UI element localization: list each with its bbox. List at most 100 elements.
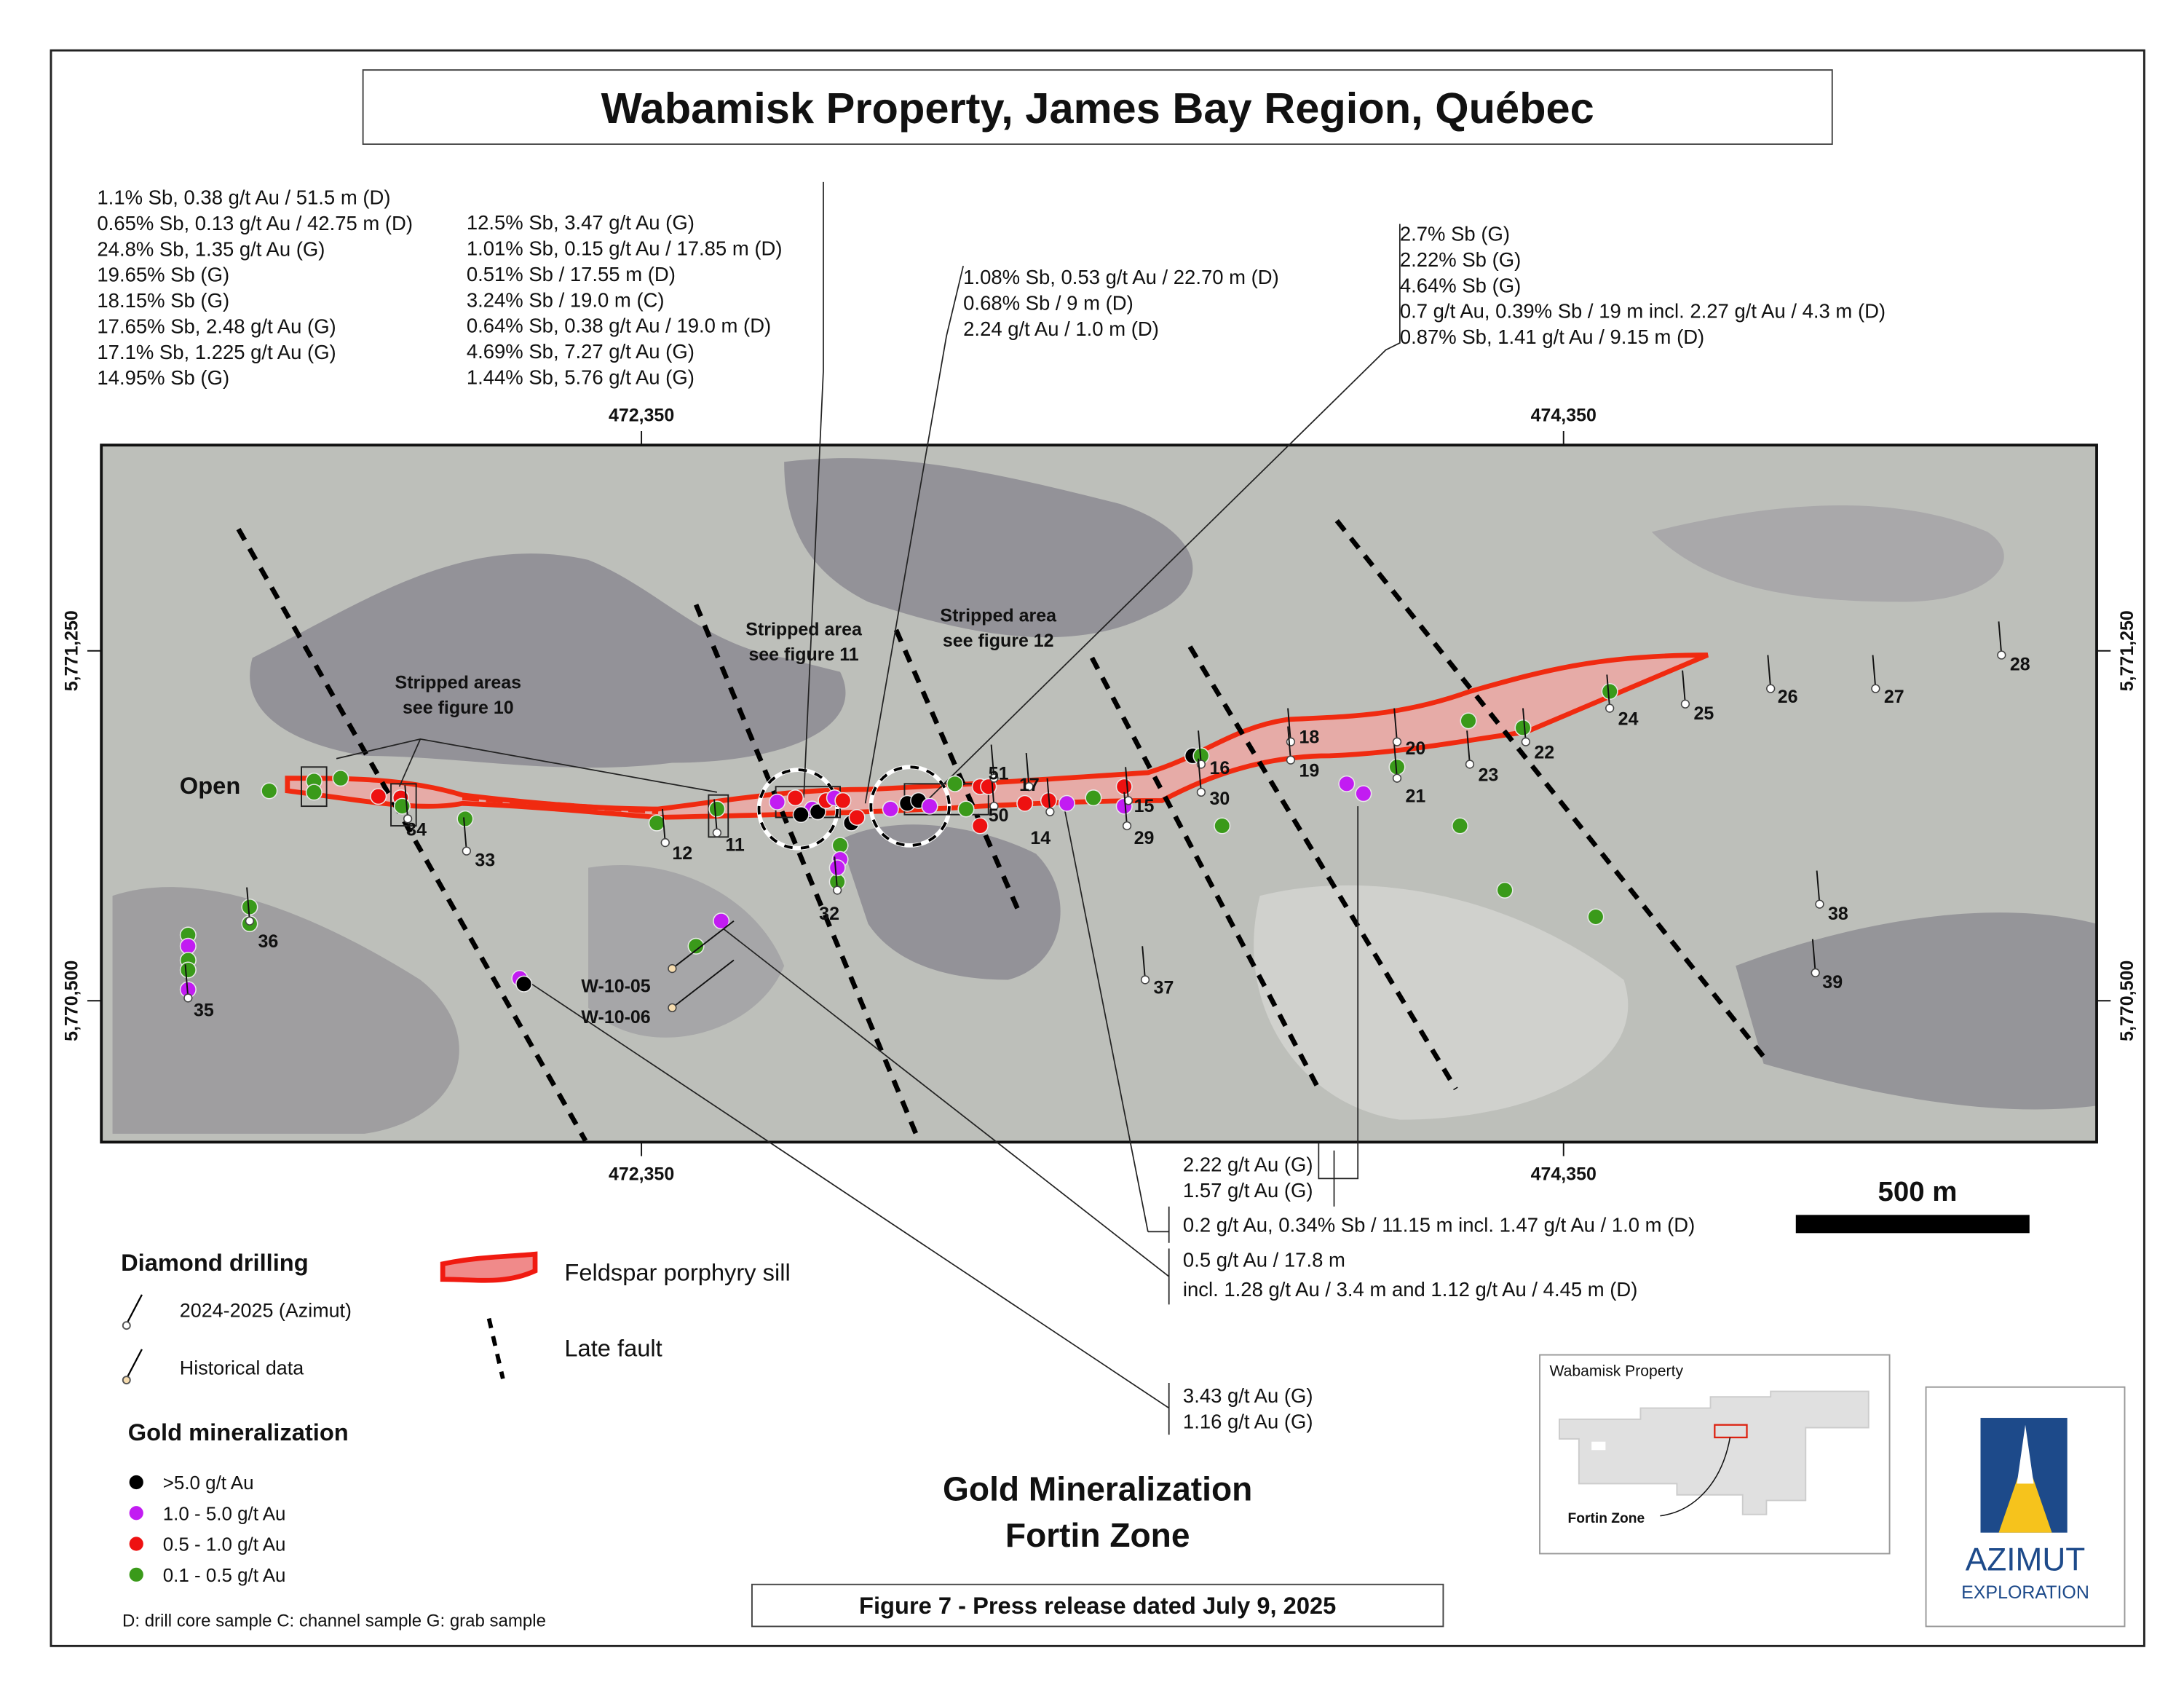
- legend-gold-title: Gold mineralization: [128, 1419, 349, 1446]
- northing-label: 5,771,250: [2117, 610, 2137, 691]
- drill-hole-label: 34: [406, 819, 427, 840]
- sample-point: [1514, 719, 1532, 737]
- sample-point: [370, 788, 387, 805]
- drill-hole-label: 28: [2010, 655, 2030, 675]
- stripped-area-label-10: Stripped areas: [395, 673, 521, 693]
- title-box: [362, 69, 1833, 145]
- assay-annotation-line: 17.1% Sb, 1.225 g/t Au (G): [97, 341, 336, 363]
- sample-point: [786, 789, 804, 807]
- stripped-area-label-11: Stripped area: [745, 620, 863, 640]
- legend-fault: Late fault: [564, 1334, 662, 1361]
- fault-line: [693, 604, 919, 1138]
- sample-point: [848, 808, 866, 827]
- fault-line: [1090, 656, 1323, 1093]
- legend-footnote: D: drill core sample C: channel sample G…: [122, 1611, 546, 1630]
- assay-annotation-line: 14.95% Sb (G): [97, 366, 229, 389]
- scale-bar-label: 500 m: [1878, 1176, 1958, 1207]
- sample-point: [1601, 682, 1618, 701]
- sample-point: [828, 859, 846, 877]
- assay-annotations: 1.1% Sb, 0.38 g/t Au / 51.5 m (D)0.65% S…: [97, 186, 1886, 1433]
- drill-hole-label: 51: [989, 764, 1009, 784]
- drill-hole-label: 26: [1778, 687, 1798, 707]
- gold-class-label: 1.0 - 5.0 g/t Au: [163, 1504, 286, 1524]
- drill-collar-icon: [1766, 684, 1776, 693]
- assay-annotation-line: 24.8% Sb, 1.35 g/t Au (G): [97, 237, 325, 260]
- gold-class-swatch-icon: [129, 1537, 143, 1551]
- drill-collar-icon: [660, 837, 670, 848]
- sample-point: [1016, 794, 1034, 812]
- drill-hole-label: 22: [1534, 743, 1554, 763]
- drill-collar-icon: [183, 993, 193, 1003]
- sample-point: [687, 937, 705, 955]
- sill-extension-dashed: [462, 795, 659, 815]
- sample-points: [179, 682, 1618, 998]
- assay-annotation-line: 4.64% Sb (G): [1400, 274, 1521, 296]
- drill-collar-icon: [1286, 737, 1296, 746]
- drill-collar-icon: [1997, 650, 2006, 660]
- sample-point: [305, 784, 323, 801]
- gold-class-label: 0.1 - 0.5 g/t Au: [163, 1566, 286, 1586]
- legend-drill-recent: 2024-2025 (Azimut): [180, 1300, 352, 1322]
- drill-collar-icon: [989, 773, 999, 783]
- gold-class-swatch-icon: [129, 1567, 143, 1582]
- drill-hole-label: 14: [1030, 828, 1051, 848]
- sample-point: [332, 770, 349, 787]
- drill-hole-label: 21: [1406, 786, 1426, 806]
- property-outline: [1559, 1390, 1870, 1515]
- drill-collar-icon: [245, 916, 255, 926]
- drill-hole-label: 25: [1693, 703, 1714, 724]
- sample-point: [1338, 775, 1356, 792]
- drill-collar-icon: [1811, 968, 1820, 977]
- drill-collar-icon: [1465, 760, 1475, 769]
- drill-collar-icon: [1605, 703, 1615, 713]
- legend-sill: Feldspar porphyry sill: [564, 1259, 790, 1286]
- assay-annotation-line: 0.2 g/t Au, 0.34% Sb / 11.15 m incl. 1.4…: [1183, 1213, 1695, 1236]
- fault-line: [1334, 518, 1766, 1059]
- sample-point: [946, 775, 964, 792]
- drill-hole-label: 20: [1406, 738, 1426, 759]
- figure-caption: Figure 7 - Press release dated July 9, 2…: [859, 1592, 1336, 1619]
- assay-annotation-line: 2.7% Sb (G): [1400, 223, 1510, 245]
- legend-drill-historical: Historical data: [180, 1357, 304, 1379]
- sample-point: [971, 817, 989, 835]
- assay-annotation-line: 1.08% Sb, 0.53 g/t Au / 22.70 m (D): [963, 266, 1279, 288]
- assay-annotation-line: 0.65% Sb, 0.13 g/t Au / 42.75 m (D): [97, 212, 413, 234]
- sample-point: [708, 800, 726, 818]
- sample-point: [1214, 817, 1231, 835]
- aerial-background: [112, 458, 2097, 1134]
- drill-collar-icon: [1140, 975, 1150, 985]
- drill-hole-label: 39: [1822, 972, 1843, 993]
- drill-hole-label: 36: [258, 931, 278, 952]
- assay-annotation-line: 0.64% Sb, 0.38 g/t Au / 19.0 m (D): [467, 315, 771, 337]
- drill-collar-icon: [712, 828, 722, 837]
- assay-annotation-line: 1.57 g/t Au (G): [1183, 1179, 1313, 1202]
- northing-label: 5,770,500: [62, 961, 82, 1041]
- assay-annotation-line: 0.51% Sb / 17.55 m (D): [467, 263, 676, 285]
- drill-hole-label: 35: [194, 1000, 214, 1020]
- sample-point: [1587, 908, 1605, 926]
- drill-hole-label: 19: [1299, 761, 1319, 781]
- drill-collar-icon: [1045, 807, 1055, 816]
- drill-collar-icon: [1122, 821, 1132, 831]
- fault-line: [1187, 645, 1458, 1091]
- logo-sub: EXPLORATION: [1961, 1582, 2089, 1603]
- drill-collar-icon: [1196, 787, 1206, 797]
- sample-point: [921, 797, 938, 815]
- sill-legend-icon: [440, 1251, 538, 1283]
- sample-point: [957, 800, 975, 818]
- fortin-zone-marker: [1714, 1424, 1748, 1439]
- gold-class-label: >5.0 g/t Au: [163, 1473, 254, 1494]
- assay-annotation-line: 17.65% Sb, 2.48 g/t Au (G): [97, 315, 336, 337]
- drill-hole-label: 38: [1828, 904, 1848, 924]
- drill-collar-icon: [668, 963, 677, 974]
- logo-name: AZIMUT: [1966, 1542, 2085, 1578]
- fault-line: [236, 527, 588, 1143]
- drill-collar-icon: [403, 814, 413, 824]
- sample-point: [1460, 712, 1477, 730]
- grid-ticks: [87, 430, 2111, 1156]
- sample-point: [1451, 817, 1469, 835]
- drill-hole-label: 30: [1209, 789, 1230, 809]
- drill-collar-icon: [668, 1003, 677, 1013]
- sample-point: [241, 898, 258, 916]
